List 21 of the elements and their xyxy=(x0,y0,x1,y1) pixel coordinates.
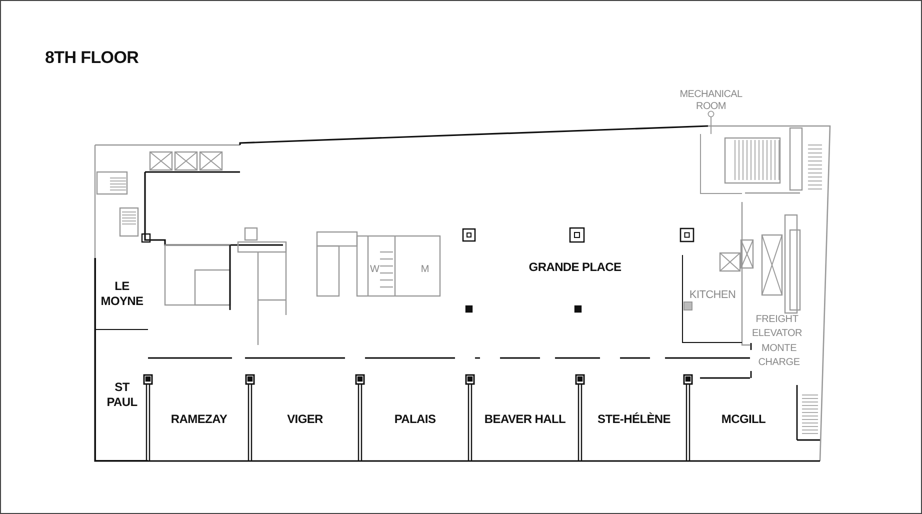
service-room xyxy=(700,134,742,194)
room-name: MECHANICAL ROOM xyxy=(678,88,744,114)
floor-title: 8TH FLOOR xyxy=(45,48,139,68)
room-name: GRANDE PLACE xyxy=(528,260,622,275)
room-name: KITCHEN xyxy=(689,289,736,303)
meeting-room xyxy=(95,330,148,461)
room-name: BEAVER HALL xyxy=(484,412,566,427)
leader-line xyxy=(708,110,714,134)
room-name: RAMEZAY xyxy=(170,412,228,427)
restroom-label: M xyxy=(420,263,430,276)
area-label: MONTE CHARGE xyxy=(757,342,801,369)
room-name: VIGER xyxy=(287,412,323,427)
room-name: ST PAUL xyxy=(106,380,138,410)
room-name: PALAIS xyxy=(394,412,436,427)
meeting-room xyxy=(95,258,148,330)
room-name: MCGILL xyxy=(721,412,766,427)
area-label: FREIGHT ELEVATOR xyxy=(750,313,804,340)
restroom-label: W xyxy=(370,263,379,276)
room-name: LE MOYNE xyxy=(100,278,144,308)
kitchen-area xyxy=(682,255,742,343)
room-name: STE-HÉLÈNE xyxy=(597,412,670,427)
